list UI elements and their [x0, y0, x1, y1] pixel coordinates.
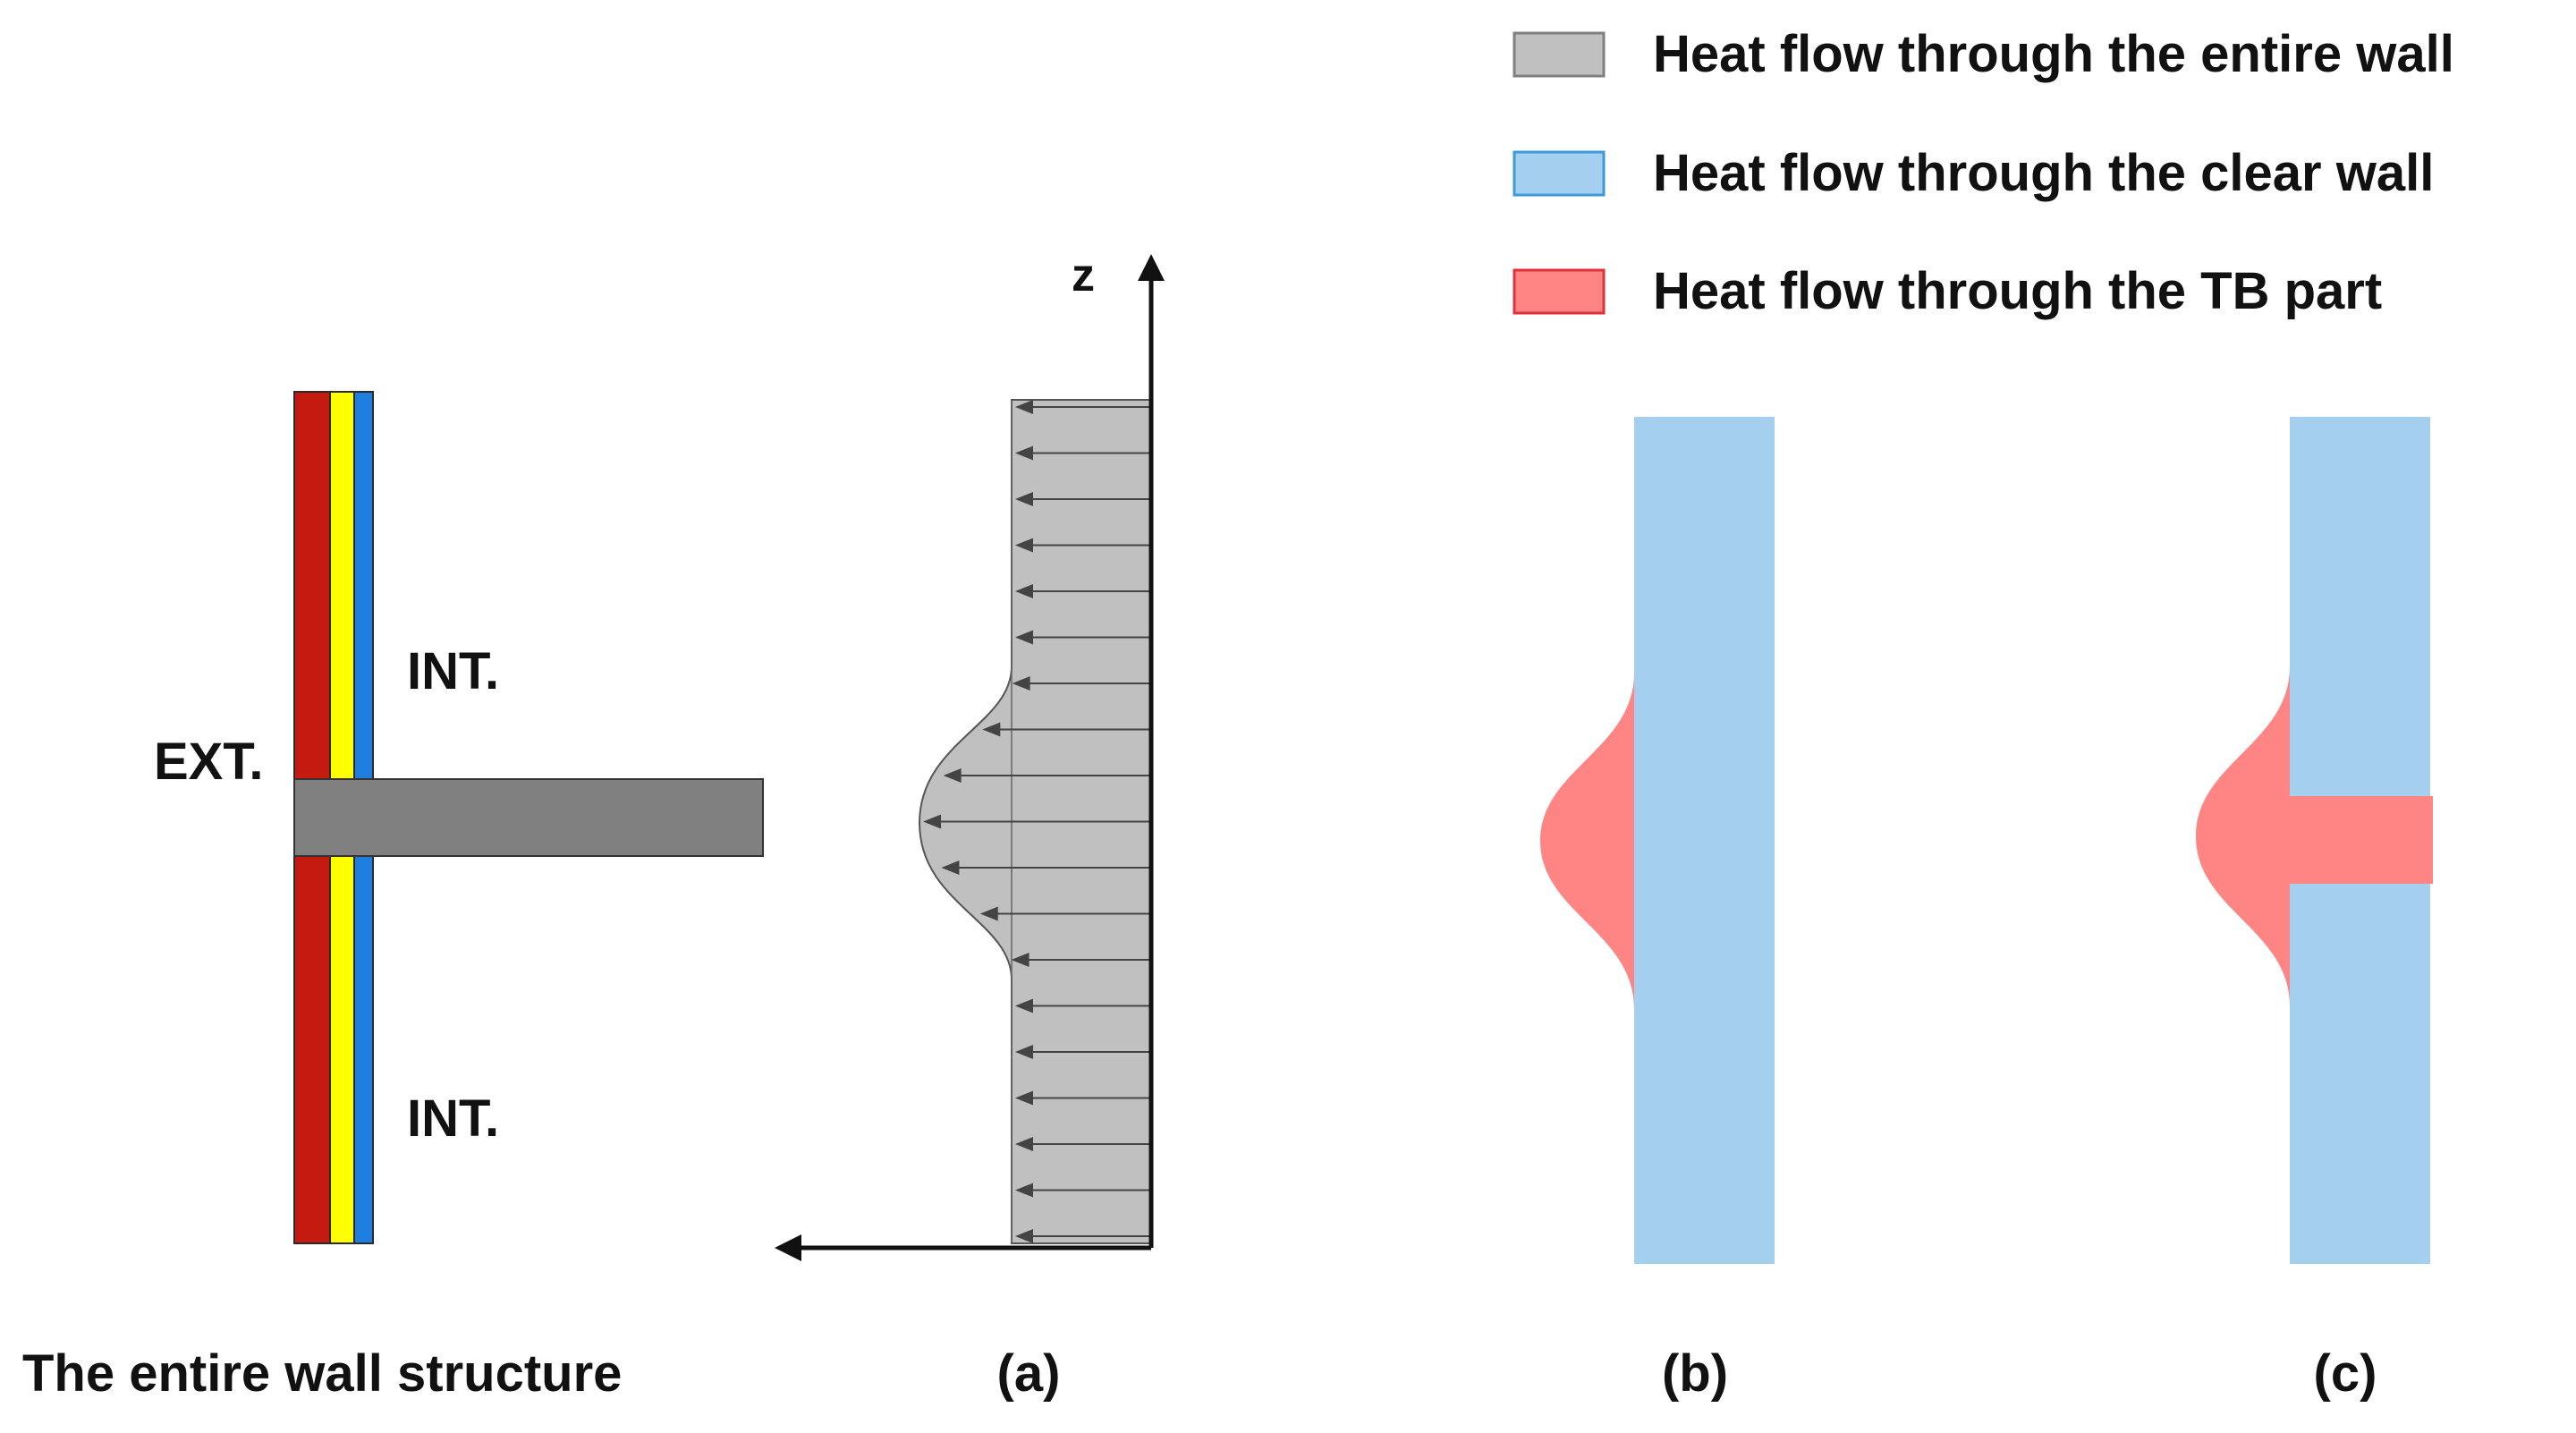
captions: The entire wall structure (a) (b) (c)	[22, 1344, 2377, 1403]
profile-arrow-head	[1015, 1183, 1033, 1198]
profile-arrow-head	[1015, 1137, 1033, 1151]
legend-item-tb-part: Heat flow through the TB part	[1513, 262, 2382, 320]
clear-wall-bar-b	[1634, 417, 1775, 1264]
caption-b: (b)	[1662, 1344, 1728, 1403]
profile-arrows	[923, 400, 1151, 1243]
profile-arrow-head	[1015, 1229, 1033, 1243]
wall-structure: EXT. INT. INT.	[154, 391, 764, 1244]
legend-item-clear-wall: Heat flow through the clear wall	[1513, 144, 2434, 202]
legend-item-entire-wall: Heat flow through the entire wall	[1513, 25, 2454, 83]
legend: Heat flow through the entire wall Heat f…	[1513, 25, 2454, 320]
heat-flow-profile: z	[775, 250, 1165, 1261]
profile-arrow-head	[979, 906, 998, 921]
diagram-c	[2196, 417, 2433, 1264]
z-axis-label: z	[1072, 250, 1095, 301]
legend-label-tb-part: Heat flow through the TB part	[1653, 262, 2382, 320]
diagram-b	[1540, 417, 1775, 1264]
profile-arrow-head	[1015, 1090, 1033, 1106]
legend-label-clear-wall: Heat flow through the clear wall	[1653, 144, 2434, 202]
profile-arrow-head	[1015, 538, 1033, 553]
profile-arrow-head	[1015, 998, 1033, 1013]
profile-arrow-head	[1015, 400, 1033, 414]
legend-label-entire-wall: Heat flow through the entire wall	[1653, 25, 2454, 83]
profile-arrow-head	[1015, 445, 1033, 461]
caption-a: (a)	[997, 1344, 1061, 1403]
profile-arrow-head	[1015, 584, 1033, 598]
profile-arrow-head	[941, 861, 960, 875]
profile-arrow-head	[1015, 630, 1033, 645]
legend-swatch-tb-part	[1513, 268, 1606, 315]
profile-arrow-head	[1012, 676, 1030, 691]
caption-wall-structure: The entire wall structure	[22, 1344, 622, 1403]
profile-arrow-head	[1011, 953, 1030, 967]
profile-arrow-head	[1015, 492, 1033, 506]
int-label-bottom: INT.	[407, 1090, 499, 1148]
balcony-slab	[293, 778, 764, 857]
tb-bump-c	[2196, 666, 2290, 1006]
int-label-top: INT.	[407, 642, 499, 700]
ext-label: EXT.	[154, 733, 264, 791]
tb-bump-b	[1540, 673, 1634, 1009]
legend-swatch-entire-wall	[1513, 31, 1606, 78]
profile-arrow-head	[1015, 1045, 1033, 1059]
caption-c: (c)	[2314, 1344, 2377, 1403]
tb-slab-c	[2290, 796, 2433, 884]
profile-arrow-head	[923, 814, 942, 829]
profile-arrow-head	[943, 768, 962, 783]
profile-arrow-head	[982, 722, 1001, 737]
legend-swatch-clear-wall	[1513, 150, 1606, 197]
